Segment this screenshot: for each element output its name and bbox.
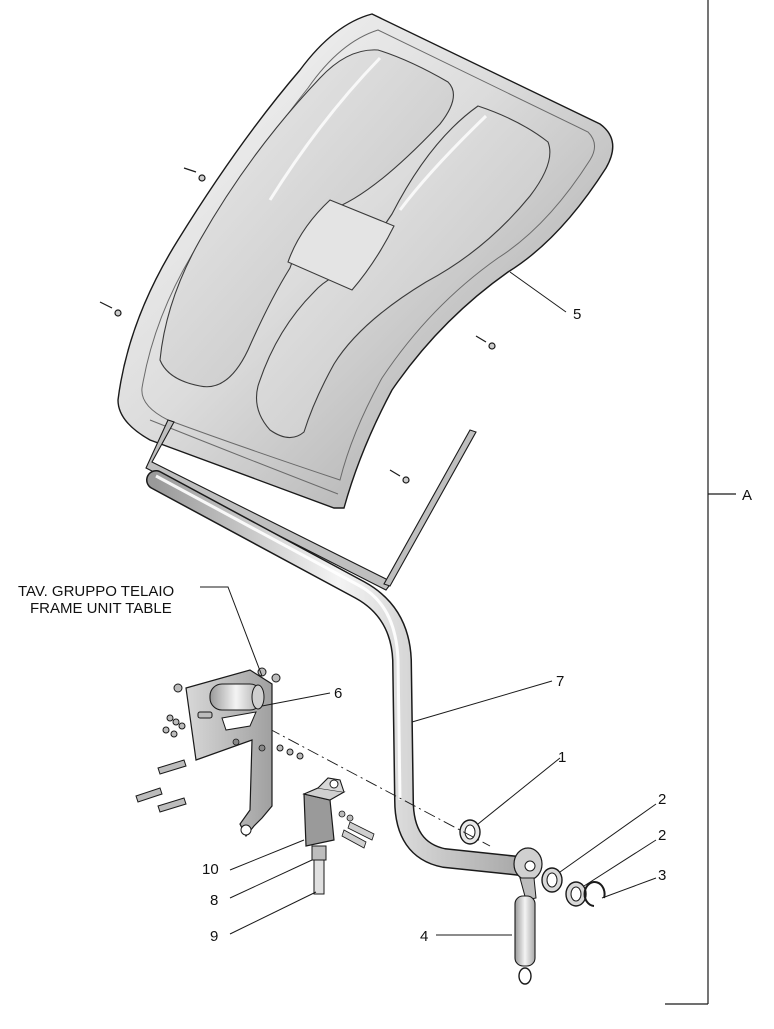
callout-7: 7 bbox=[556, 673, 564, 690]
mounting-bracket bbox=[185, 669, 273, 838]
callout-2a: 2 bbox=[658, 791, 666, 808]
assembly-axis bbox=[229, 707, 491, 847]
assembly-label: A bbox=[742, 487, 752, 504]
micro-switch bbox=[302, 777, 375, 895]
callout-4: 4 bbox=[420, 928, 428, 945]
callout-10: 10 bbox=[202, 861, 219, 878]
fasteners bbox=[135, 667, 304, 813]
bent-tube bbox=[146, 470, 543, 901]
washers bbox=[459, 819, 606, 907]
seat-shell bbox=[117, 13, 614, 509]
spring bbox=[514, 895, 536, 985]
callout-9: 9 bbox=[210, 928, 218, 945]
seat-screws bbox=[99, 167, 496, 484]
frame-table-ref-line2: FRAME UNIT TABLE bbox=[30, 600, 172, 617]
callout-2b: 2 bbox=[658, 827, 666, 844]
callout-1: 1 bbox=[558, 749, 566, 766]
assembly-bracket bbox=[665, 0, 736, 1005]
frame-table-ref-line1: TAV. GRUPPO TELAIO bbox=[18, 583, 174, 600]
callout-8: 8 bbox=[210, 892, 218, 909]
callout-3: 3 bbox=[658, 867, 666, 884]
seat-frame-rods bbox=[145, 419, 477, 591]
callout-6: 6 bbox=[334, 685, 342, 702]
leader-lines bbox=[200, 271, 657, 936]
callout-5: 5 bbox=[573, 306, 581, 323]
